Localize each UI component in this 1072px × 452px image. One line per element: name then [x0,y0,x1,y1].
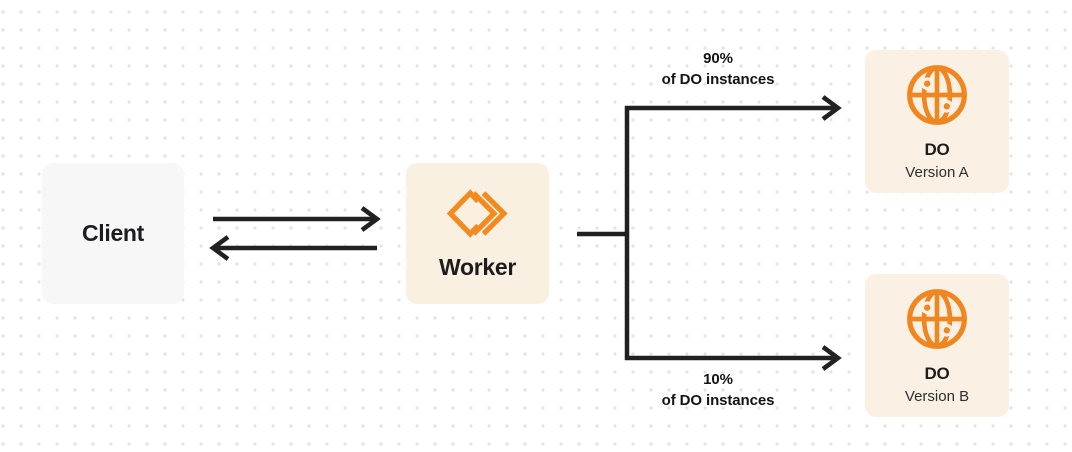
do-b-subtitle: Version B [904,388,970,405]
durable-object-globe-icon [904,286,970,352]
worker-node: Worker [406,163,549,304]
client-node: Client [42,163,184,304]
top-branch-percent: 90% [703,50,733,67]
top-branch-arrow [625,95,842,121]
top-branch-label: 90% of DO instances [618,48,818,90]
bottom-branch-arrow [625,345,842,371]
do-b-title: DO [924,364,950,383]
bottom-branch-caption: of DO instances [661,392,775,409]
durable-object-globe-icon [904,62,970,128]
client-label: Client [81,220,145,246]
do-version-a-node: DO Version A [865,50,1009,193]
worker-to-client-arrow [209,235,377,261]
bottom-branch-percent: 10% [703,371,733,388]
do-a-subtitle: Version A [905,164,969,181]
bottom-branch-label: 10% of DO instances [618,369,818,411]
top-branch-caption: of DO instances [661,71,775,88]
cloudflare-workers-icon [446,187,510,240]
do-a-title: DO [924,140,950,159]
worker-label: Worker [438,253,517,280]
client-to-worker-arrow [213,206,381,232]
do-version-b-node: DO Version B [865,274,1009,417]
